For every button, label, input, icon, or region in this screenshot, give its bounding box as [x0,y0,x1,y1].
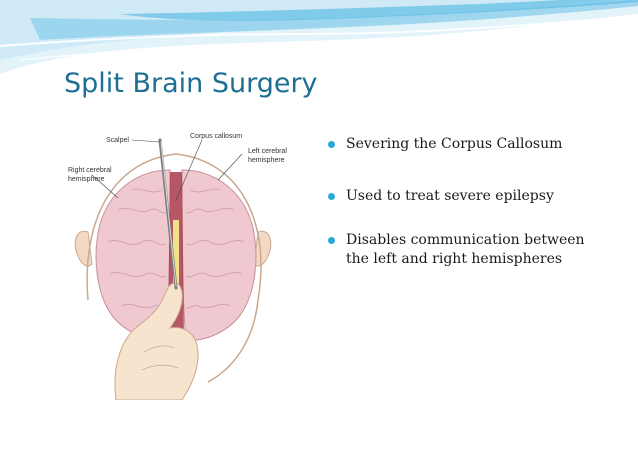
label-scalpel: Scalpel [106,137,129,144]
brain-folds [107,188,245,309]
bullet-item: Used to treat severe epilepsy [327,187,607,206]
left-ear [253,230,272,267]
label-left-hemisphere-2: hemisphere [248,157,285,164]
head-outline [86,153,262,383]
label-left-hemisphere-1: Left cerebral [248,148,287,155]
bullet-text: Disables communication between the left … [346,232,585,267]
bullet-text: Used to treat severe epilepsy [346,188,554,204]
label-leaders [91,139,243,201]
label-corpus-callosum: Corpus callosum [190,133,242,140]
surgeon-hand [114,282,199,400]
label-right-hemisphere-2: hemisphere [68,176,105,183]
left-hemisphere [181,169,257,341]
bullet-dot-icon [328,141,335,148]
bullet-dot-icon [328,193,335,200]
bullet-dot-icon [328,237,335,244]
label-right-hemisphere-1: Right cerebral [68,167,112,174]
split-brain-illustration: Scalpel Corpus callosum Left cerebral he… [68,133,287,400]
bullet-item: Disables communication between the left … [327,231,607,269]
slide-title: Split Brain Surgery [64,68,318,99]
bullet-item: Severing the Corpus Callosum [327,135,607,154]
header-wave-decoration [0,0,638,74]
bullet-text: Severing the Corpus Callosum [346,136,563,152]
bullet-list: Severing the Corpus Callosum Used to tre… [327,135,607,269]
